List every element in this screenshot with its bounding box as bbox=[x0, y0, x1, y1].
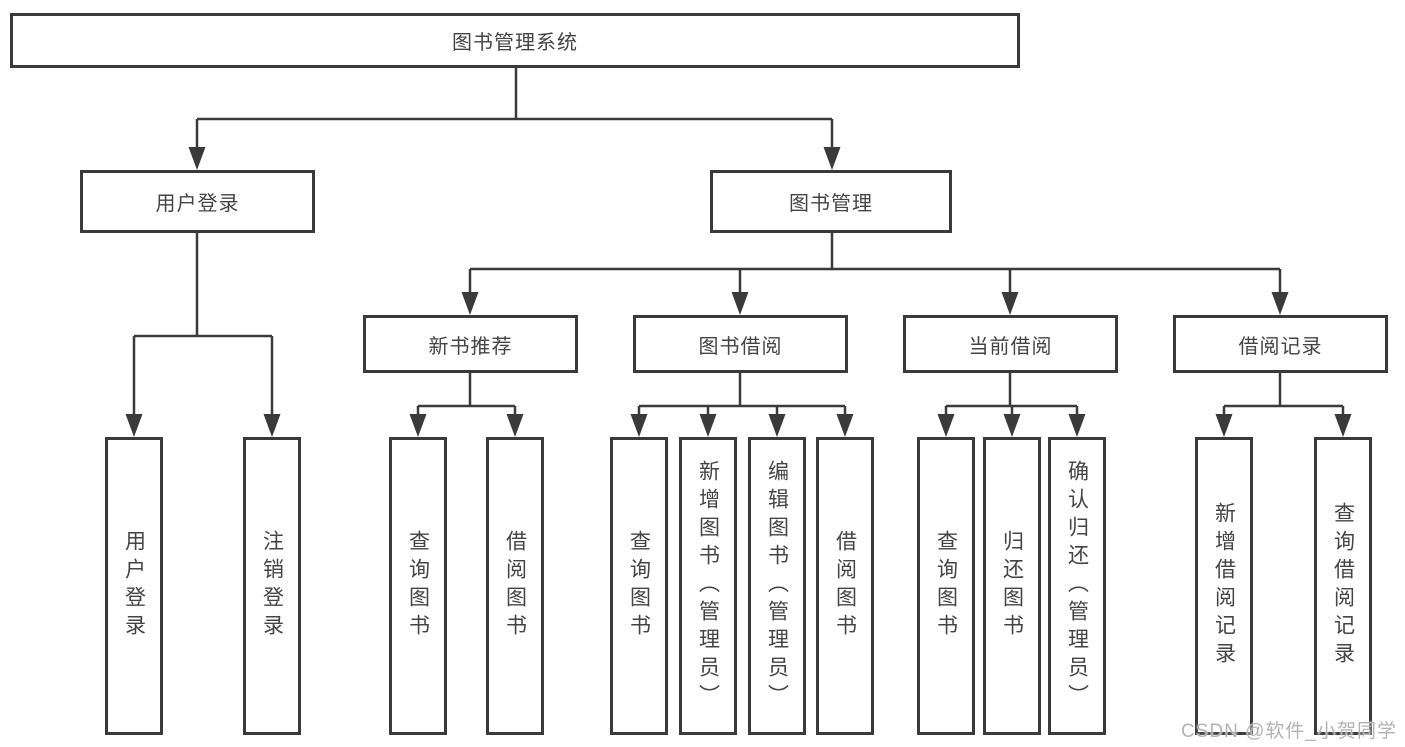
node-borrowing-records: 借阅记录 bbox=[1173, 315, 1388, 373]
arrow-icon bbox=[1334, 414, 1352, 437]
node-book-borrowing: 图书借阅 bbox=[633, 315, 848, 373]
arrow-icon bbox=[506, 414, 524, 437]
arrow-icon bbox=[1068, 414, 1086, 437]
arrow-icon bbox=[630, 414, 648, 437]
leaf-edit-books-admin: 编辑图书（管理员） bbox=[748, 437, 806, 735]
arrow-icon bbox=[699, 414, 717, 437]
leaf-user-login: 用户登录 bbox=[105, 437, 163, 735]
arrow-icon bbox=[768, 414, 786, 437]
node-user-login: 用户登录 bbox=[80, 170, 315, 233]
leaf-add-books-admin: 新增图书（管理员） bbox=[679, 437, 737, 735]
arrow-icon bbox=[731, 292, 749, 315]
leaf-borrow-books-borrowing: 借阅图书 bbox=[816, 437, 874, 735]
csdn-watermark: CSDN @软件_小贺同学 bbox=[1181, 721, 1397, 742]
node-new-book-recommend: 新书推荐 bbox=[363, 315, 578, 373]
arrow-icon bbox=[1271, 292, 1289, 315]
leaf-query-books-borrowing: 查询图书 bbox=[610, 437, 668, 735]
arrow-icon bbox=[461, 292, 479, 315]
arrow-icon bbox=[823, 147, 841, 170]
arrow-icon bbox=[937, 414, 955, 437]
arrow-icon bbox=[836, 414, 854, 437]
arrow-icon bbox=[263, 414, 281, 437]
arrow-icon bbox=[1003, 414, 1021, 437]
leaf-query-books-recommend: 查询图书 bbox=[389, 437, 447, 735]
leaf-logout: 注销登录 bbox=[243, 437, 301, 735]
leaf-borrow-books-recommend: 借阅图书 bbox=[486, 437, 544, 735]
node-book-management: 图书管理 bbox=[710, 170, 952, 233]
arrow-icon bbox=[125, 414, 143, 437]
node-root: 图书管理系统 bbox=[10, 13, 1020, 68]
leaf-return-books: 归还图书 bbox=[983, 437, 1041, 735]
arrow-icon bbox=[409, 414, 427, 437]
arrow-icon bbox=[188, 147, 206, 170]
leaf-confirm-return-admin: 确认归还（管理员） bbox=[1048, 437, 1106, 735]
arrow-icon bbox=[1001, 292, 1019, 315]
node-current-borrowing: 当前借阅 bbox=[903, 315, 1118, 373]
leaf-query-books-current: 查询图书 bbox=[917, 437, 975, 735]
leaf-add-borrow-record: 新增借阅记录 bbox=[1195, 437, 1253, 735]
arrow-icon bbox=[1215, 414, 1233, 437]
leaf-query-borrow-record: 查询借阅记录 bbox=[1314, 437, 1372, 735]
